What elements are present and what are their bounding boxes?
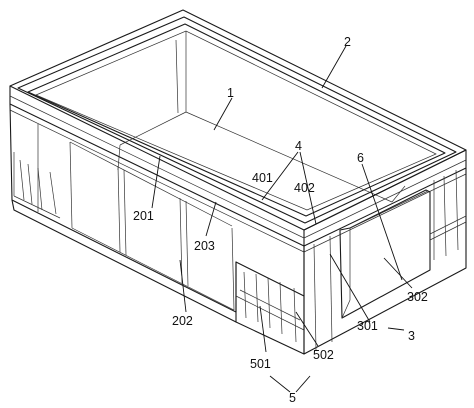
- label-401: 401: [252, 171, 273, 185]
- front-corner-ribs: [235, 261, 305, 355]
- inner-cavity: [117, 31, 406, 203]
- rim-outline: [9, 9, 467, 231]
- label-5: 5: [289, 391, 296, 405]
- leader-lines: [151, 45, 413, 393]
- side-wall: [303, 167, 467, 355]
- label-402: 402: [294, 181, 315, 195]
- left-corner-ribs: [13, 152, 61, 219]
- label-3: 3: [408, 329, 415, 343]
- label-1: 1: [227, 86, 234, 100]
- label-2: 2: [344, 35, 351, 49]
- label-302: 302: [407, 290, 428, 304]
- label-203: 203: [194, 239, 215, 253]
- label-6: 6: [357, 151, 364, 165]
- reference-labels: 1 2 4 401 402 6 201 203 202 302 301 3 50…: [133, 35, 428, 405]
- label-4: 4: [295, 139, 302, 153]
- label-201: 201: [133, 209, 154, 223]
- label-501: 501: [250, 357, 271, 371]
- label-301: 301: [357, 319, 378, 333]
- rim-band-front: [9, 85, 467, 253]
- label-502: 502: [313, 348, 334, 362]
- label-202: 202: [172, 314, 193, 328]
- front-wall: [9, 103, 305, 323]
